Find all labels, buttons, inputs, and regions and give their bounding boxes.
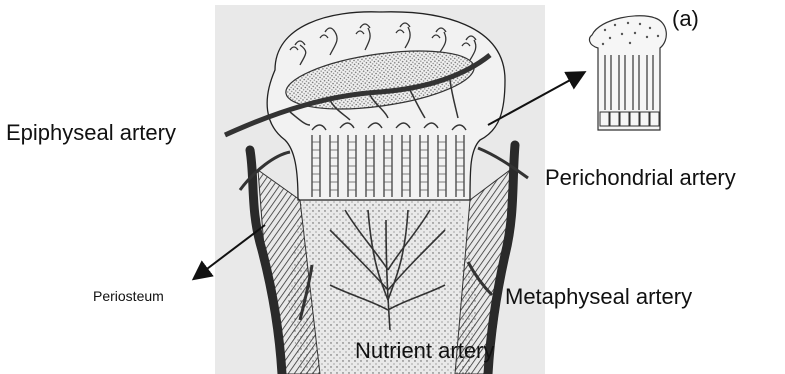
label-metaphyseal-artery: Metaphyseal artery [505, 286, 692, 308]
inset-outline [590, 16, 667, 130]
label-perichondrial-artery: Perichondrial artery [545, 167, 736, 189]
label-epiphyseal-artery: Epiphyseal artery [6, 122, 176, 144]
inset-cells [600, 112, 659, 126]
panel-tag: (a) [672, 8, 699, 30]
label-nutrient-artery: Nutrient artery [355, 340, 494, 362]
label-periosteum: Periosteum [93, 289, 164, 303]
inset-growth-plate [590, 16, 667, 130]
